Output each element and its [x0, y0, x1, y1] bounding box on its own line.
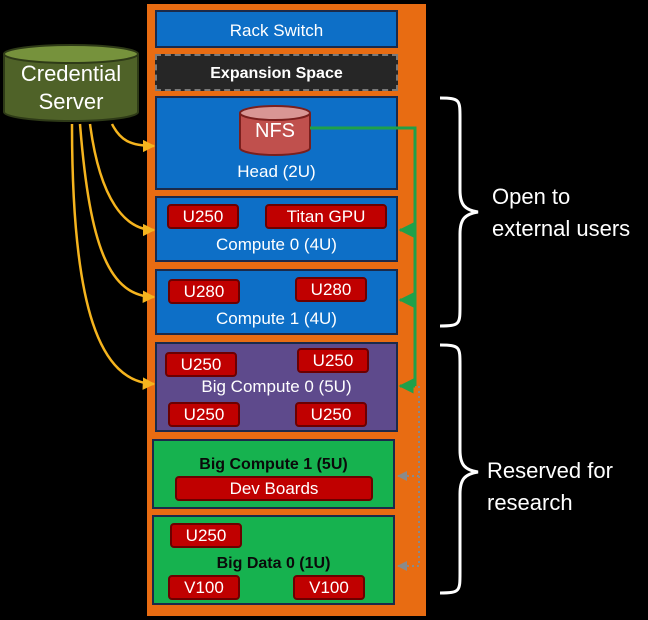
compute1-label: Compute 1 (4U): [216, 309, 337, 328]
rack-switch-label: Rack Switch: [229, 21, 324, 40]
big-compute0-chip-u250-d: U250: [295, 402, 367, 427]
nfs-label: NFS: [255, 120, 295, 142]
big-compute1-label: Big Compute 1 (5U): [199, 456, 348, 473]
big-data0-chip-v100-b: V100: [293, 575, 365, 600]
reserved-group-line2: research: [487, 490, 573, 515]
big-data0-chip-v100-a: V100: [168, 575, 240, 600]
compute0-label: Compute 0 (4U): [216, 235, 337, 254]
reserved-group-label: Reserved for research: [487, 455, 613, 519]
expansion-space-unit: Expansion Space: [155, 54, 398, 91]
head-label: Head (2U): [237, 162, 316, 181]
compute0-chip-titan-gpu: Titan GPU: [265, 204, 387, 229]
open-group-label: Open to external users: [492, 181, 630, 245]
open-group-brace: [439, 96, 479, 328]
open-group-line2: external users: [492, 216, 631, 241]
credential-link-big-compute0: [70, 123, 156, 390]
credential-link-head: [110, 123, 156, 153]
credential-server-line2: Server: [38, 89, 104, 114]
compute0-chip-u250: U250: [167, 204, 239, 229]
big-compute0-label: Big Compute 0 (5U): [201, 377, 352, 396]
reserved-group-brace: [439, 343, 479, 595]
credential-link-compute1: [78, 123, 156, 303]
nfs-link-trunk: [310, 126, 417, 386]
credential-server-line1: Credential: [20, 61, 122, 86]
big-data0-chip-u250: U250: [170, 523, 242, 548]
credential-server-label: Credential Server: [4, 60, 138, 116]
expansion-space-label: Expansion Space: [210, 65, 343, 82]
rack-switch-unit[interactable]: Rack Switch: [155, 10, 398, 48]
compute1-chip-u280-b: U280: [295, 277, 367, 302]
credential-link-compute0: [88, 123, 156, 237]
big-compute0-chip-u250-a: U250: [165, 352, 237, 377]
big-compute1-chip-dev-boards: Dev Boards: [175, 476, 373, 501]
open-group-line1: Open to: [492, 184, 571, 209]
big-data0-label: Big Data 0 (1U): [216, 555, 331, 572]
compute1-chip-u280-a: U280: [168, 279, 240, 304]
big-compute0-chip-u250-c: U250: [168, 402, 240, 427]
reserved-group-line1: Reserved for: [487, 458, 613, 483]
big-compute0-chip-u250-b: U250: [297, 348, 369, 373]
